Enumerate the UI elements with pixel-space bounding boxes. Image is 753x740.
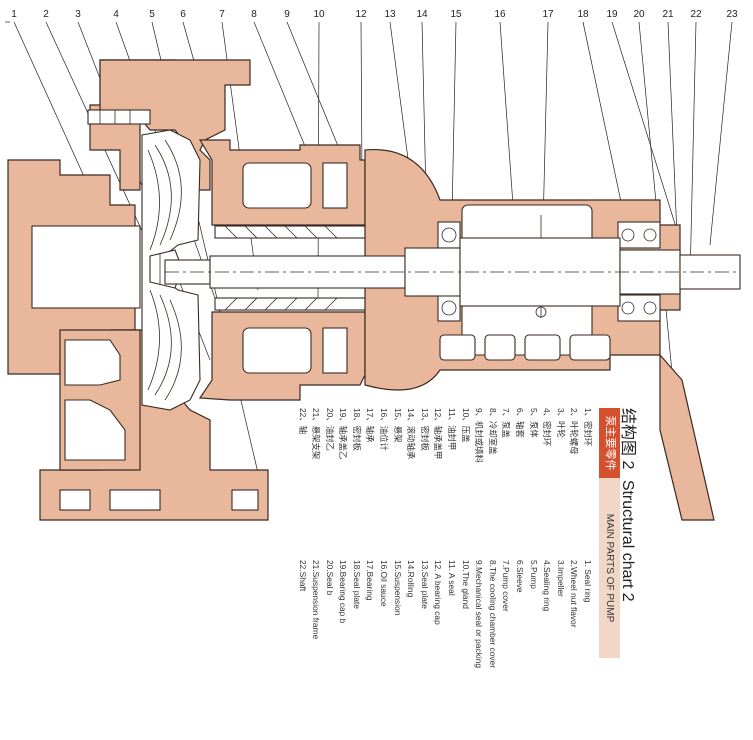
legend-item-cn: 1、密封环 bbox=[583, 408, 593, 447]
pump-cover bbox=[198, 139, 366, 401]
callout-number: 5 bbox=[149, 9, 155, 20]
parts-legend: 结构图 2 Structural chart 2 泵主要零件 MAIN PART… bbox=[282, 408, 642, 668]
callout-number: 7 bbox=[219, 9, 225, 20]
callout-number: 10 bbox=[313, 9, 325, 20]
callout-number: 16 bbox=[494, 9, 506, 20]
legend-item-cn: 9、机封或填料 bbox=[474, 408, 485, 463]
legend-item-cn: 16、油位计 bbox=[379, 408, 390, 451]
legend-item-en: 9.Mechanical seal or packing bbox=[474, 560, 485, 669]
legend-item-cn: 8、冷却室盖 bbox=[487, 408, 498, 455]
legend-item-en: 10.The gland bbox=[460, 560, 471, 609]
legend-item-cn: 10、压盖 bbox=[460, 408, 471, 443]
callout-number: 2 bbox=[43, 9, 49, 20]
callout-number: 21 bbox=[662, 9, 674, 20]
legend-item-cn: 3、叶轮 bbox=[555, 408, 566, 438]
legend-item-en: 21.Suspension frame bbox=[311, 560, 322, 640]
legend-item-cn: 18、密封板 bbox=[351, 408, 362, 451]
legend-item-en: 22.Shaft bbox=[297, 560, 308, 592]
legend-item-en: 16.Oil sauce bbox=[379, 560, 390, 607]
legend-item-en: 1. Seal ring bbox=[583, 560, 593, 603]
legend-item-en: 20.Seal b bbox=[324, 560, 335, 596]
legend-item-cn: 21、悬架支架 bbox=[311, 408, 322, 460]
legend-item-cn: 20、油封乙 bbox=[324, 408, 335, 451]
legend-header-en: MAIN PARTS OF PUMP bbox=[599, 478, 620, 658]
legend-item-en: 11. A seal bbox=[447, 560, 458, 596]
legend-item-en: 12. A bearing cap bbox=[433, 560, 444, 625]
callout-number: 3 bbox=[75, 9, 81, 20]
legend-item-en: 3.Impeller bbox=[555, 560, 566, 597]
callout-number: 14 bbox=[416, 9, 428, 20]
callout-number: 17 bbox=[542, 9, 554, 20]
legend-title: 结构图 2 Structural chart 2 bbox=[618, 408, 642, 602]
callout-number: 23 bbox=[726, 9, 738, 20]
callout-number: 12 bbox=[355, 9, 367, 20]
legend-item-en: 6.Sleeve bbox=[515, 560, 526, 593]
legend-item-cn: 17、轴承 bbox=[365, 408, 376, 443]
legend-item-en: 13.Seal plate bbox=[419, 560, 430, 609]
legend-item-cn: 22、轴 bbox=[297, 408, 308, 435]
legend-item-cn: 2、叶轮螺母 bbox=[569, 408, 580, 455]
legend-item-en: 19.Bearing cap b bbox=[338, 560, 349, 624]
legend-item-en: 2.Wheel nut flavor bbox=[569, 560, 580, 628]
legend-item-en: 5.Pump bbox=[528, 560, 539, 589]
legend-item-en: 7.Pump cover bbox=[501, 560, 512, 612]
callout-number: 20 bbox=[633, 9, 645, 20]
legend-item-en: 8.The cooling chamber cover bbox=[487, 560, 498, 668]
legend-item-en: 15.Suspension bbox=[392, 560, 403, 616]
legend-item-cn: 15、悬架 bbox=[392, 408, 403, 443]
legend-item-cn: 13、密封板 bbox=[419, 408, 430, 451]
callout-number: 18 bbox=[577, 9, 589, 20]
pump-casing bbox=[7, 59, 269, 521]
legend-title-cn: 结构图 2 bbox=[619, 408, 636, 470]
legend-item-en: 18.Seal plate bbox=[351, 560, 362, 609]
legend-item-en: 14.Rolling bbox=[406, 560, 417, 598]
legend-item-en: 17.Bearing bbox=[365, 560, 376, 601]
callout-number: 1 bbox=[11, 9, 17, 20]
legend-header-cn: 泵主要零件 bbox=[599, 408, 620, 478]
callout-number: 6 bbox=[180, 9, 186, 20]
callout-number: 13 bbox=[384, 9, 396, 20]
callout-number: 15 bbox=[450, 9, 462, 20]
legend-item-cn: 11、油封甲 bbox=[447, 408, 458, 451]
callout-number: 22 bbox=[690, 9, 702, 20]
legend-item-en: 4.Sealing ring bbox=[542, 560, 553, 612]
packing-hatch bbox=[224, 225, 338, 311]
legend-item-cn: 14、滚动轴承 bbox=[406, 408, 417, 460]
callout-number: 19 bbox=[606, 9, 618, 20]
legend-item-cn: 19、轴承盖乙 bbox=[338, 408, 349, 460]
legend-item-cn: 5、泵体 bbox=[528, 408, 539, 438]
legend-item-cn: 12、轴承盖甲 bbox=[433, 408, 444, 460]
legend-title-en: Structural chart 2 bbox=[619, 479, 636, 602]
legend-item-cn: 7、泵盖 bbox=[501, 408, 512, 438]
callout-number: 8 bbox=[251, 9, 257, 20]
legend-item-cn: 4、密封环 bbox=[542, 408, 553, 447]
legend-item-cn: 6、轴套 bbox=[515, 408, 526, 438]
callout-number: 9 bbox=[284, 9, 290, 20]
shaft bbox=[164, 237, 741, 307]
callout-number: 4 bbox=[113, 9, 119, 20]
legend-header: 泵主要零件 MAIN PARTS OF PUMP bbox=[599, 408, 620, 658]
